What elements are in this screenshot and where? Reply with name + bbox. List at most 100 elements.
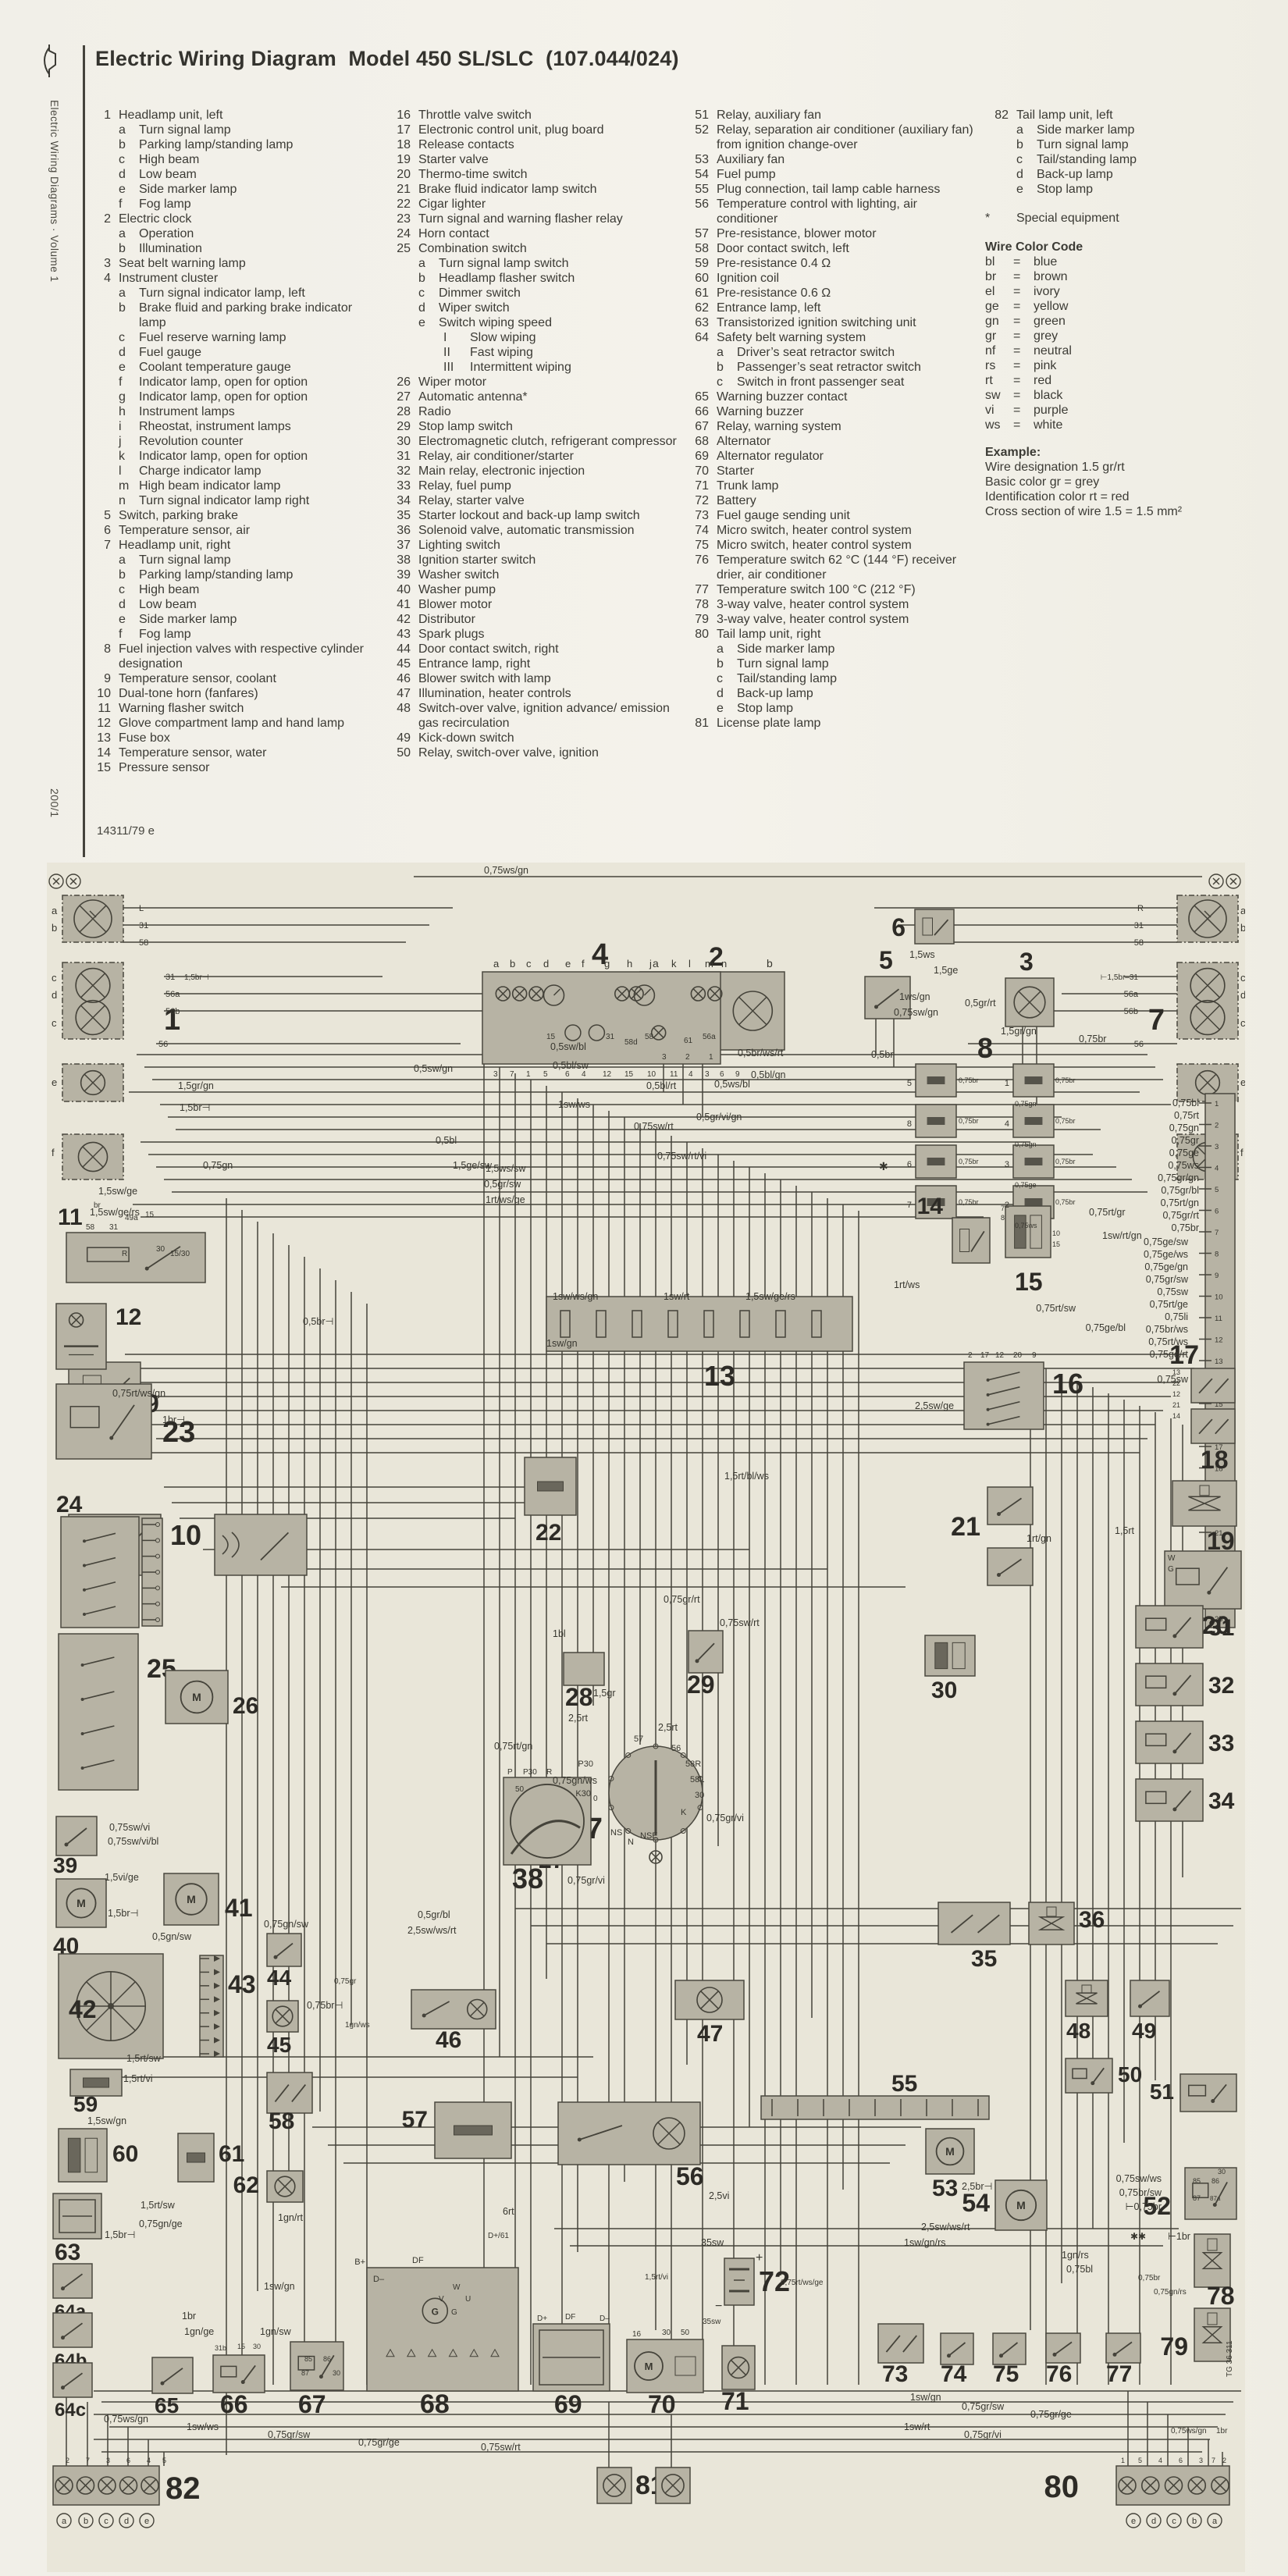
- component-82: 82: [52, 2465, 201, 2506]
- svg-text:1,5br⊣: 1,5br⊣: [180, 1102, 210, 1113]
- edge-terminal-e: e: [139, 2513, 155, 2528]
- svg-text:P30: P30: [578, 1759, 593, 1769]
- svg-text:69: 69: [554, 2390, 582, 2418]
- svg-text:0,5br/ws/rt: 0,5br/ws/rt: [738, 1048, 784, 1059]
- svg-text:L: L: [139, 904, 144, 913]
- svg-text:1,5rt: 1,5rt: [1115, 1525, 1135, 1536]
- wire-color-code-row-br: br=brown: [985, 270, 1068, 283]
- svg-text:c: c: [526, 958, 532, 970]
- component-31: 31: [1135, 1605, 1234, 1649]
- svg-text:3: 3: [1215, 1143, 1219, 1151]
- component-8-4: [1012, 1104, 1055, 1138]
- svg-text:0,75ge/bl: 0,75ge/bl: [1086, 1322, 1126, 1333]
- svg-text:30: 30: [662, 2329, 671, 2337]
- svg-text:7: 7: [1001, 1204, 1005, 1212]
- svg-text:56: 56: [671, 1744, 681, 1753]
- svg-text:1sw/rt: 1sw/rt: [904, 2421, 930, 2432]
- svg-text:1rt/ws: 1rt/ws: [894, 1279, 920, 1290]
- svg-text:58d: 58d: [624, 1038, 638, 1047]
- svg-text:61: 61: [219, 2141, 244, 2167]
- svg-text:20: 20: [1202, 1611, 1230, 1639]
- svg-text:M: M: [645, 2361, 653, 2372]
- component-5: 5: [864, 946, 911, 1019]
- svg-text:15: 15: [1215, 1400, 1223, 1409]
- svg-text:0,75gr/vi: 0,75gr/vi: [706, 1813, 744, 1823]
- svg-text:0,75gr/ge: 0,75gr/ge: [358, 2437, 400, 2448]
- corner-mark: [1208, 873, 1224, 889]
- svg-text:a: a: [493, 958, 500, 970]
- svg-text:21: 21: [951, 1512, 980, 1542]
- svg-text:0,75ws/gn: 0,75ws/gn: [1171, 2427, 1207, 2435]
- svg-text:1,5sw/gn: 1,5sw/gn: [87, 2115, 126, 2126]
- svg-text:U: U: [465, 2295, 471, 2304]
- svg-text:1,5rt/sw: 1,5rt/sw: [126, 2053, 162, 2064]
- component-65: 65: [151, 2357, 194, 2418]
- svg-text:15: 15: [1015, 1268, 1043, 1296]
- svg-text:0,75sw/gn: 0,75sw/gn: [894, 1007, 938, 1018]
- svg-text:7: 7: [510, 1070, 514, 1079]
- svg-text:e: e: [1131, 2517, 1136, 2526]
- svg-text:3: 3: [705, 1070, 710, 1079]
- component-7a: [1176, 895, 1239, 943]
- svg-text:0,75rt/sw: 0,75rt/sw: [1036, 1303, 1076, 1314]
- component-36: 36: [1028, 1902, 1105, 1945]
- svg-text:86: 86: [323, 2355, 331, 2363]
- svg-text:2,5sw/ws/rt: 2,5sw/ws/rt: [921, 2222, 970, 2233]
- svg-text:11: 11: [670, 1070, 678, 1079]
- svg-text:1sw/gn: 1sw/gn: [546, 1338, 578, 1349]
- svg-text:0,75ws: 0,75ws: [1168, 1160, 1199, 1171]
- svg-text:63: 63: [55, 2240, 80, 2265]
- component-45: 45: [266, 2000, 299, 2057]
- svg-text:0,75br: 0,75br: [1055, 1076, 1076, 1084]
- svg-text:e: e: [144, 2517, 149, 2526]
- svg-text:54: 54: [962, 2189, 990, 2217]
- svg-text:0,75rt/gn: 0,75rt/gn: [494, 1741, 532, 1752]
- svg-text:49: 49: [1132, 2019, 1156, 2043]
- component-57: 57: [402, 2101, 512, 2159]
- svg-text:0,75sw/rt: 0,75sw/rt: [481, 2442, 521, 2453]
- svg-text:13: 13: [1215, 1357, 1223, 1366]
- component-70: M70: [626, 2339, 704, 2418]
- svg-text:30: 30: [156, 1245, 165, 1254]
- svg-text:M: M: [945, 2145, 955, 2158]
- svg-text:31: 31: [1208, 1615, 1234, 1641]
- svg-text:2,5sw/ws/rt: 2,5sw/ws/rt: [407, 1925, 457, 1936]
- svg-text:0,75sw/rt: 0,75sw/rt: [634, 1121, 674, 1132]
- svg-text:10: 10: [1052, 1229, 1060, 1237]
- svg-text:0,75gr/bl: 0,75gr/bl: [1161, 1185, 1199, 1196]
- component-3: 3: [1005, 948, 1055, 1027]
- svg-text:D+/61: D+/61: [488, 2232, 509, 2240]
- component-68: G68: [366, 2267, 519, 2419]
- svg-text:b: b: [767, 957, 773, 970]
- svg-text:23: 23: [162, 1416, 195, 1449]
- svg-text:25: 25: [1215, 1615, 1223, 1624]
- svg-text:0,75ge/rt: 0,75ge/rt: [1150, 1349, 1189, 1360]
- svg-text:86: 86: [1212, 2177, 1219, 2185]
- svg-text:4: 4: [147, 2457, 151, 2464]
- svg-text:17: 17: [1215, 1443, 1223, 1452]
- svg-text:16: 16: [632, 2330, 642, 2339]
